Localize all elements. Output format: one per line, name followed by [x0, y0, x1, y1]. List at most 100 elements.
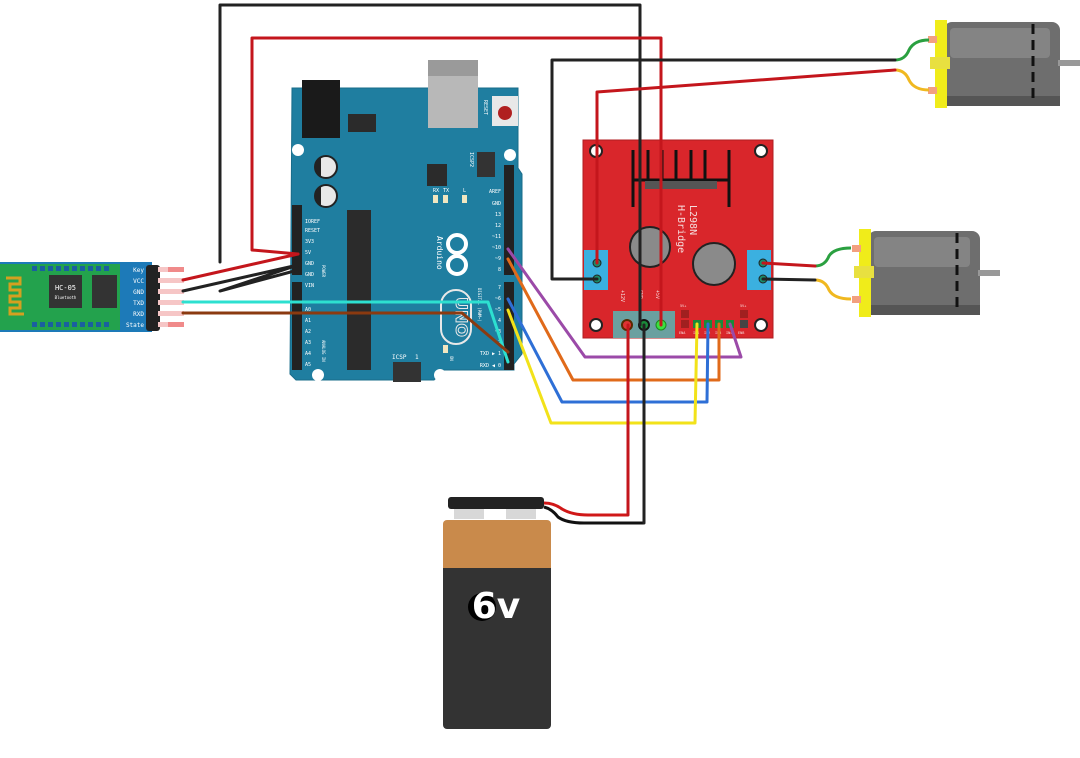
arduino-uno: RESET ICSP2 RX TX L UNO Arduino: [289, 60, 523, 382]
wires: [181, 3, 897, 525]
pin-label: VCC: [133, 278, 144, 285]
hc05-chip: [49, 275, 82, 308]
battery-clip: [448, 497, 544, 509]
svg-text:VIN: VIN: [305, 283, 314, 289]
battery-label: 6v: [472, 586, 521, 627]
l-label: L: [463, 188, 466, 194]
svg-text:3V3: 3V3: [305, 239, 314, 245]
pin-label: GND: [133, 289, 144, 296]
motor-a: [894, 20, 1080, 108]
mount-hole: [754, 318, 768, 332]
power-header: [292, 205, 302, 275]
regulator: [348, 114, 376, 132]
wire-pin5-in1: [506, 308, 699, 425]
icsp2-header: [477, 152, 495, 177]
icsp-label: ICSP: [392, 354, 407, 361]
wire-motor-a-black: [550, 58, 897, 281]
pin-label: Key: [133, 267, 144, 274]
svg-text:A3: A3: [305, 340, 311, 346]
usb-port-top: [428, 60, 478, 76]
svg-text:A0: A0: [305, 307, 311, 313]
capacitor: [629, 226, 671, 268]
svg-text:GND: GND: [305, 272, 314, 278]
svg-text:13: 13: [495, 212, 501, 218]
svg-text:RXD ◀ 0: RXD ◀ 0: [480, 363, 501, 369]
svg-text:+12V: +12V: [619, 290, 625, 302]
icsp-header: [393, 362, 421, 382]
wire-hc05-gnd: [181, 263, 300, 293]
svg-text:~5: ~5: [495, 307, 501, 313]
l298n-driver: L298N H-Bridge +12V GND +5V: [582, 139, 774, 339]
mount-hole: [754, 144, 768, 158]
tx-label: TX: [443, 188, 449, 194]
pin-label: State: [126, 322, 144, 329]
svg-text:8: 8: [498, 267, 501, 273]
capacitor: [692, 242, 736, 286]
pin-label: RXD: [133, 311, 144, 318]
wire-red-5v: [250, 36, 663, 327]
svg-text:7: 7: [498, 285, 501, 291]
svg-text:A5: A5: [305, 362, 311, 368]
wire-black-gnd: [218, 3, 642, 327]
battery-top: [443, 520, 551, 572]
svg-text:GND: GND: [492, 201, 501, 207]
icsp2-label: ICSP2: [468, 152, 474, 167]
svg-text:4: 4: [498, 318, 501, 324]
driver-board: [582, 139, 774, 339]
hc05-module: HC-05 Bluetooth Key VCC GND TXD RXD Stat…: [0, 262, 184, 332]
wire-pin9-in3: [506, 257, 721, 382]
svg-text:5V+: 5V+: [680, 304, 686, 308]
hc05-name: HC-05: [55, 284, 76, 292]
hc05-pads: [32, 266, 109, 327]
mount-hole: [312, 369, 324, 381]
analog-pin-labels: A0 A1 A2 A3 A4 A5: [305, 307, 311, 368]
svg-text:~9: ~9: [495, 256, 501, 262]
hc05-subtitle: Bluetooth: [55, 295, 77, 300]
hc05-header-pins: [146, 265, 184, 331]
svg-text:IN4: IN4: [726, 331, 732, 335]
atmega-chip: [347, 210, 371, 370]
wire-hc05-txd: [181, 300, 510, 364]
svg-text:12: 12: [495, 223, 501, 229]
digital-header-top: [504, 165, 514, 275]
svg-text:A2: A2: [305, 329, 311, 335]
hc05-chip2: [92, 275, 117, 308]
svg-text:RESET: RESET: [305, 228, 320, 234]
arduino-brand: Arduino: [435, 236, 444, 270]
digital-label: DIGITAL (PWM~): [477, 288, 482, 322]
hbridge-label: H-Bridge: [675, 205, 686, 253]
svg-text:TXD ▶ 1: TXD ▶ 1: [480, 351, 501, 357]
svg-text:A1: A1: [305, 318, 311, 324]
power-jack: [302, 80, 340, 138]
wire-motor-b-black: [761, 277, 817, 282]
wire-motor-b-red: [761, 261, 817, 268]
hc05-pin-labels: Key VCC GND TXD RXD State: [126, 267, 144, 329]
svg-text:5V: 5V: [305, 250, 311, 256]
pin-label: TXD: [133, 300, 144, 307]
mount-hole: [589, 318, 603, 332]
wire-pin6-in2: [506, 297, 710, 404]
reset-label: RESET: [482, 100, 488, 115]
wire-hc05-rxd: [181, 311, 510, 354]
svg-text:IOREF: IOREF: [305, 219, 320, 225]
svg-text:AREF: AREF: [489, 189, 501, 195]
svg-text:ENA: ENA: [679, 331, 686, 335]
svg-text:5V+: 5V+: [740, 304, 746, 308]
icsp-pin1-label: 1: [415, 354, 419, 361]
svg-text:+5V: +5V: [654, 290, 660, 299]
mount-hole: [292, 144, 304, 156]
power-label: POWER: [321, 265, 326, 278]
wire-pin10-in4: [506, 247, 743, 359]
wire-hc05-vcc: [181, 252, 300, 282]
motor-b-terminal: [747, 250, 771, 290]
svg-text:~11: ~11: [492, 234, 501, 240]
svg-text:ENB: ENB: [738, 331, 744, 335]
uno-label: UNO: [452, 297, 471, 337]
analog-header: [292, 282, 302, 370]
arduino-logo: UNO Arduino: [435, 233, 472, 345]
svg-text:GND: GND: [305, 261, 314, 267]
rx-label: RX: [433, 188, 439, 194]
svg-text:~10: ~10: [492, 245, 501, 251]
reset-button-cap: [498, 106, 512, 120]
